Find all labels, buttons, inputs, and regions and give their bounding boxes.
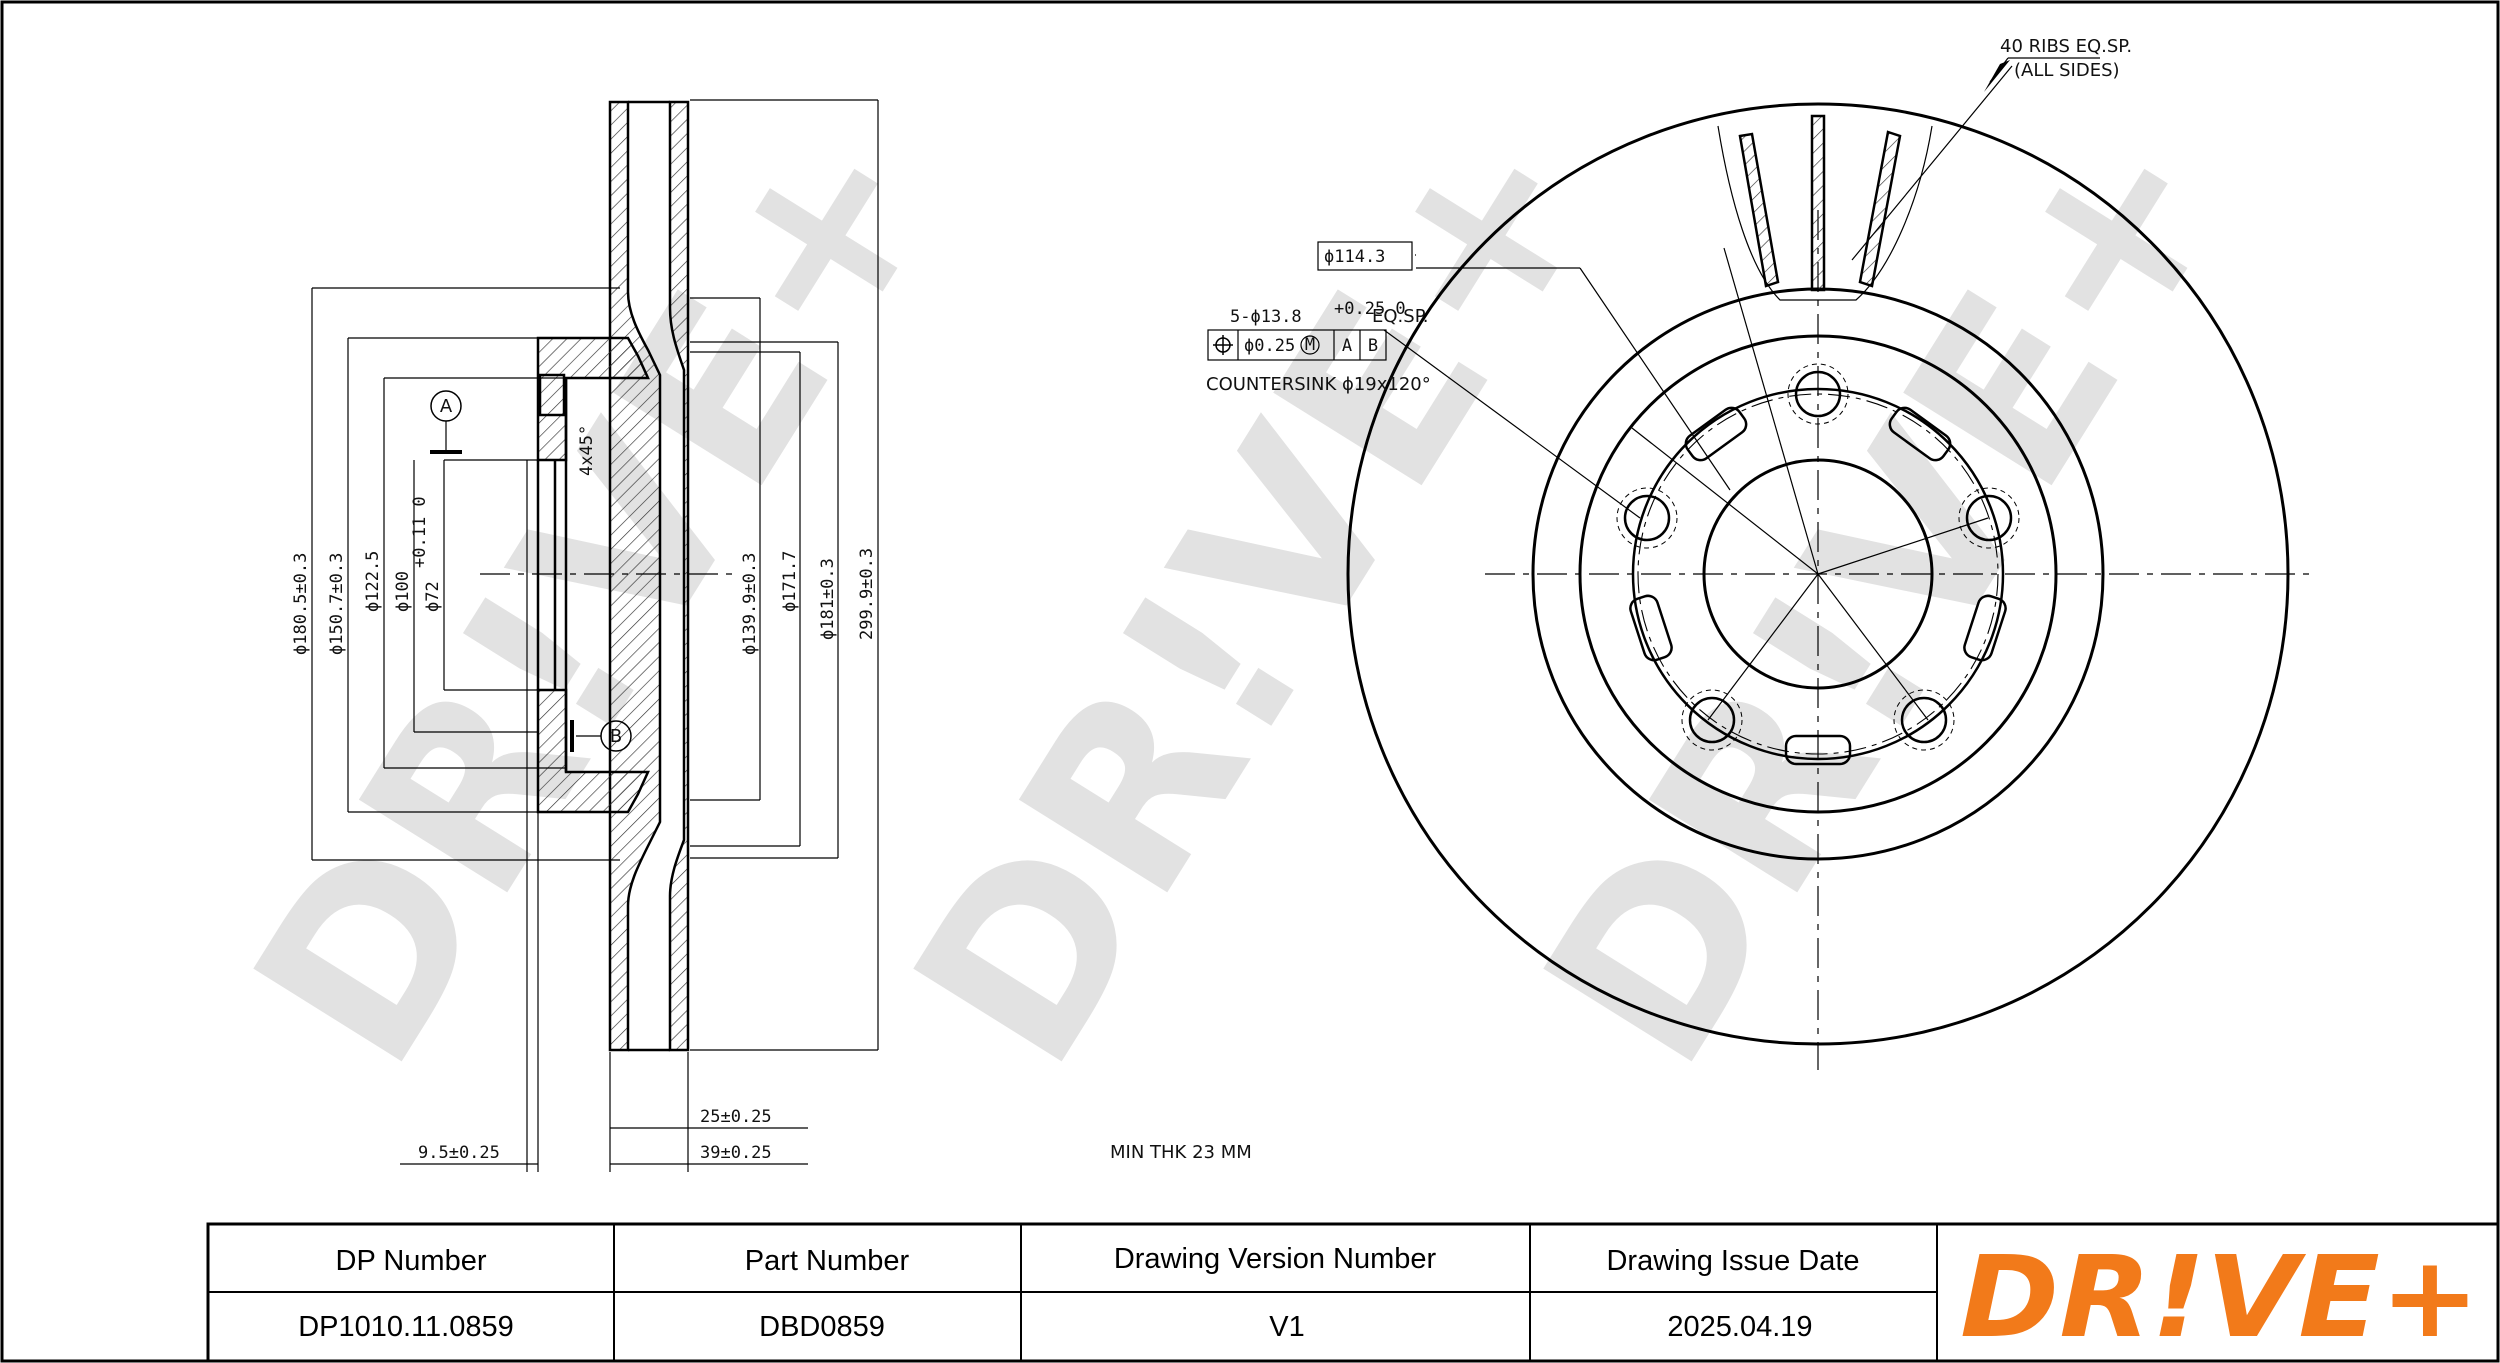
feature-control-frame: ϕ0.25 M A B — [1207, 329, 1387, 361]
ribs-detail-outline — [1717, 125, 1933, 301]
chamfer-pocket — [538, 373, 566, 417]
dim-d122: ϕ122.5 — [363, 551, 383, 612]
fcf-datum-a: A — [1342, 336, 1352, 356]
datum-a-marker: A — [430, 390, 462, 454]
dim-25: 25±0.25 — [700, 1107, 772, 1127]
brand-logo: DR!VE+ — [1960, 1233, 2480, 1363]
holes-label: 5-ϕ13.8 — [1230, 307, 1302, 327]
cooling-ribs-detail — [1738, 114, 1902, 292]
hub-slot-bottom — [1784, 734, 1852, 766]
dim-d150: ϕ150.7±0.3 — [327, 553, 347, 655]
datum-b-marker: B — [570, 720, 632, 752]
side-dims-left — [311, 287, 620, 861]
fcf-tolerance: ϕ0.25 — [1244, 336, 1295, 356]
pcd-label: ϕ114.3 — [1324, 247, 1385, 267]
chamfer-label: 4x45° — [577, 425, 597, 476]
bolt-hole-2 — [1958, 487, 2020, 549]
holes-eqsp: EQ.SP. — [1372, 306, 1428, 327]
svg-text:A: A — [440, 396, 453, 417]
header-drawing-version: Drawing Version Number — [1114, 1243, 1437, 1275]
hub-slot-left — [1629, 594, 1673, 662]
fcf-datum-b: B — [1368, 336, 1378, 356]
hub-slot-top-left — [1684, 406, 1748, 462]
value-part-number: DBD0859 — [759, 1311, 885, 1343]
dim-d100: ϕ100 — [393, 571, 413, 612]
ribs-note-line1: 40 RIBS EQ.SP. — [2000, 36, 2132, 57]
dim-d171: ϕ171.7 — [780, 551, 800, 612]
value-issue-date: 2025.04.19 — [1667, 1311, 1812, 1343]
side-dims-bottom — [400, 460, 808, 1172]
dim-d72: ϕ72 — [423, 581, 443, 612]
ribs-arrow — [1984, 60, 2010, 92]
dim-d299: 299.9±0.3 — [857, 548, 877, 640]
hub-slot-top-right — [1888, 406, 1952, 462]
holes-tolerance: +0.25 0 — [1334, 299, 1406, 319]
dim-d180: ϕ180.5±0.3 — [291, 553, 311, 655]
header-dp-number: DP Number — [336, 1245, 487, 1277]
dim-d139: ϕ139.9±0.3 — [740, 553, 760, 655]
fcf-modifier: M — [1305, 335, 1315, 355]
bolt-holes — [1616, 363, 2020, 751]
header-issue-date: Drawing Issue Date — [1606, 1245, 1859, 1277]
svg-text:B: B — [610, 726, 622, 747]
bolt-hole-5 — [1616, 487, 1678, 549]
bolt-hole-4 — [1681, 689, 1743, 751]
inner-friction-plate — [668, 100, 690, 1052]
side-section-view — [536, 100, 690, 1052]
min-thickness-note: MIN THK 23 MM — [1110, 1142, 1252, 1163]
title-block: DP Number Part Number Drawing Version Nu… — [206, 1222, 2500, 1363]
bolt-hole-3 — [1893, 689, 1955, 751]
ribs-note-line2: (ALL SIDES) — [2014, 60, 2120, 81]
pcd-box — [1317, 241, 1413, 271]
dim-d181: ϕ181±0.3 — [818, 558, 838, 640]
countersink-note: COUNTERSINK ϕ19x120° — [1206, 374, 1431, 395]
value-drawing-version: V1 — [1269, 1311, 1304, 1343]
header-part-number: Part Number — [745, 1245, 910, 1277]
side-dims-right — [690, 99, 879, 1051]
bolt-hole-1 — [1787, 363, 1849, 425]
watermark-group: DR!VE+ DR!VE+ DR!VE+ — [201, 76, 2282, 1110]
hub-slot-right — [1963, 594, 2007, 662]
value-dp-number: DP1010.11.0859 — [298, 1311, 514, 1343]
leader-lines — [1383, 57, 2100, 721]
dim-9-5: 9.5±0.25 — [418, 1143, 500, 1163]
dim-39: 39±0.25 — [700, 1143, 772, 1163]
dim-d72-tol: +0.11 0 — [410, 496, 430, 568]
hub-slots — [1629, 406, 2007, 766]
